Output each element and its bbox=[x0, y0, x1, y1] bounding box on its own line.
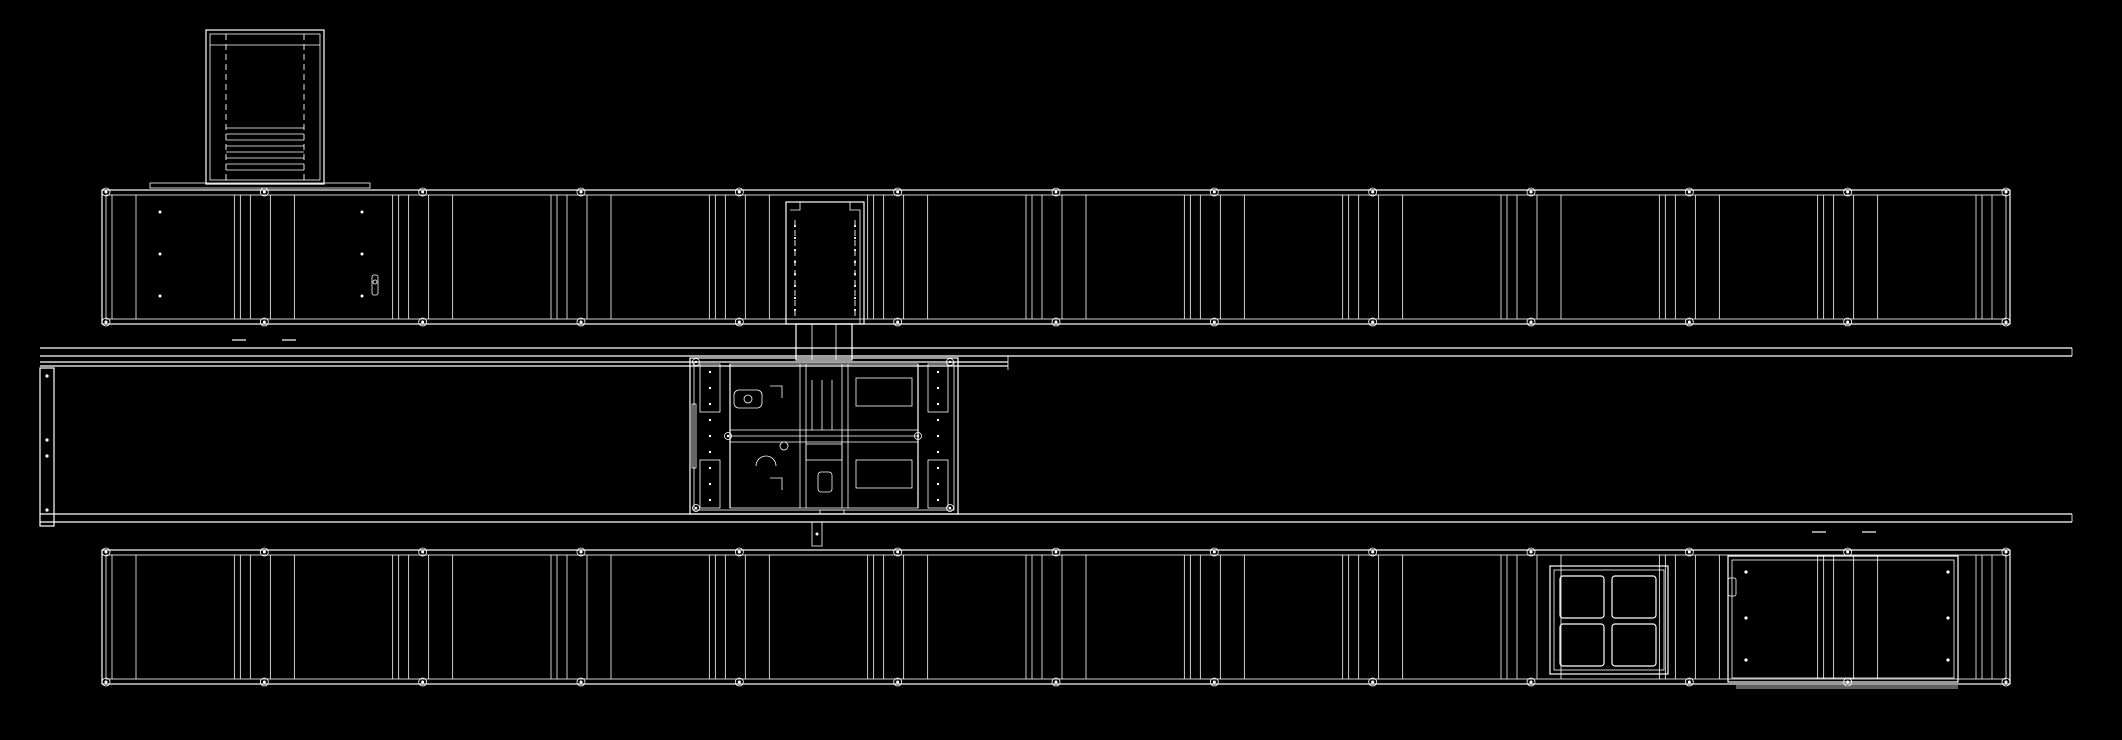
pivot-joint bbox=[893, 317, 903, 327]
pivot-joint bbox=[1684, 547, 1694, 557]
pivot-joint bbox=[1051, 547, 1061, 557]
pivot-joint bbox=[1526, 677, 1536, 687]
pivot-joint bbox=[418, 317, 428, 327]
conveyor-bay bbox=[744, 555, 885, 679]
pivot-joint bbox=[893, 187, 903, 197]
transfer-rail-track bbox=[39, 323, 2073, 547]
pallet-load bbox=[1549, 565, 1669, 675]
conveyor-bay bbox=[1061, 555, 1201, 679]
pivot-joint bbox=[1843, 187, 1853, 197]
upper-roller-conveyor bbox=[101, 187, 2011, 327]
pivot-joint bbox=[1368, 187, 1378, 197]
conveyor-bay bbox=[428, 555, 568, 679]
upper-transfer-inset bbox=[785, 201, 865, 325]
inlet-chute bbox=[149, 29, 371, 189]
pivot-joint bbox=[1526, 187, 1536, 197]
pivot-joint bbox=[1209, 187, 1219, 197]
pivot-joint bbox=[418, 187, 428, 197]
pivot-joint bbox=[1843, 317, 1853, 327]
pivot-joint bbox=[1209, 547, 1219, 557]
hook-detail bbox=[371, 274, 379, 296]
pivot-joint bbox=[734, 677, 744, 687]
conveyor-bay bbox=[428, 195, 568, 319]
pivot-joint bbox=[1526, 547, 1536, 557]
carriage-bolt bbox=[692, 504, 700, 512]
pivot-joint bbox=[101, 317, 111, 327]
conveyor-bay bbox=[744, 195, 885, 319]
carriage-bolt bbox=[692, 358, 700, 366]
bolt bbox=[158, 210, 162, 214]
pivot-joint bbox=[1051, 187, 1061, 197]
conveyor-bay bbox=[586, 195, 726, 319]
pivot-joint bbox=[734, 317, 744, 327]
conveyor-bay bbox=[1853, 555, 1993, 679]
conveyor-bay bbox=[586, 555, 726, 679]
pivot-joint bbox=[1368, 547, 1378, 557]
conveyor-bay bbox=[903, 195, 1043, 319]
pivot-joint bbox=[2001, 547, 2011, 557]
bolt bbox=[360, 210, 364, 214]
pivot-joint bbox=[101, 547, 111, 557]
conveyor-bay bbox=[1378, 195, 1518, 319]
pivot-joint bbox=[2001, 187, 2011, 197]
conveyor-bay bbox=[111, 555, 251, 679]
pivot-joint bbox=[576, 677, 586, 687]
bolt bbox=[360, 252, 364, 256]
pivot-joint bbox=[259, 187, 269, 197]
conveyor-bay bbox=[1694, 555, 1835, 679]
conveyor-bay bbox=[903, 555, 1043, 679]
conveyor-bay bbox=[269, 195, 410, 319]
pivot-joint bbox=[734, 187, 744, 197]
carriage-bolt bbox=[724, 432, 732, 440]
pivot-joint bbox=[576, 187, 586, 197]
pivot-joint bbox=[418, 547, 428, 557]
pivot-joint bbox=[1684, 317, 1694, 327]
pivot-joint bbox=[893, 677, 903, 687]
bolt bbox=[158, 294, 162, 298]
bolt bbox=[158, 252, 162, 256]
pivot-joint bbox=[1684, 677, 1694, 687]
conveyor-bay bbox=[1536, 555, 1676, 679]
pivot-joint bbox=[1209, 677, 1219, 687]
box-load bbox=[1727, 555, 1959, 689]
pivot-joint bbox=[1209, 317, 1219, 327]
pivot-joint bbox=[1684, 187, 1694, 197]
bolt bbox=[360, 294, 364, 298]
conveyor-bay bbox=[111, 195, 251, 319]
pivot-joint bbox=[418, 677, 428, 687]
pivot-joint bbox=[1368, 677, 1378, 687]
pivot-joint bbox=[101, 187, 111, 197]
pivot-joint bbox=[259, 547, 269, 557]
conveyor-bay bbox=[1536, 195, 1676, 319]
conveyor-bay bbox=[1694, 195, 1835, 319]
pivot-joint bbox=[576, 317, 586, 327]
shuttle-transfer-carriage bbox=[689, 357, 959, 515]
pivot-joint bbox=[1051, 317, 1061, 327]
pivot-joint bbox=[893, 547, 903, 557]
pivot-joint bbox=[1051, 677, 1061, 687]
pivot-joint bbox=[2001, 317, 2011, 327]
pivot-joint bbox=[734, 547, 744, 557]
conveyor-bay bbox=[1853, 195, 1993, 319]
conveyor-bay bbox=[1378, 555, 1518, 679]
conveyor-bay bbox=[269, 555, 410, 679]
pivot-joint bbox=[576, 547, 586, 557]
pivot-joint bbox=[1368, 317, 1378, 327]
carriage-bolt bbox=[946, 358, 954, 366]
pivot-joint bbox=[259, 317, 269, 327]
pivot-joint bbox=[259, 677, 269, 687]
pivot-joint bbox=[1526, 317, 1536, 327]
conveyor-bay bbox=[1219, 555, 1360, 679]
lower-roller-conveyor bbox=[101, 547, 2011, 689]
pivot-joint bbox=[101, 677, 111, 687]
pivot-joint bbox=[2001, 677, 2011, 687]
conveyor-bay bbox=[1061, 195, 1201, 319]
conveyor-bay bbox=[1219, 195, 1360, 319]
